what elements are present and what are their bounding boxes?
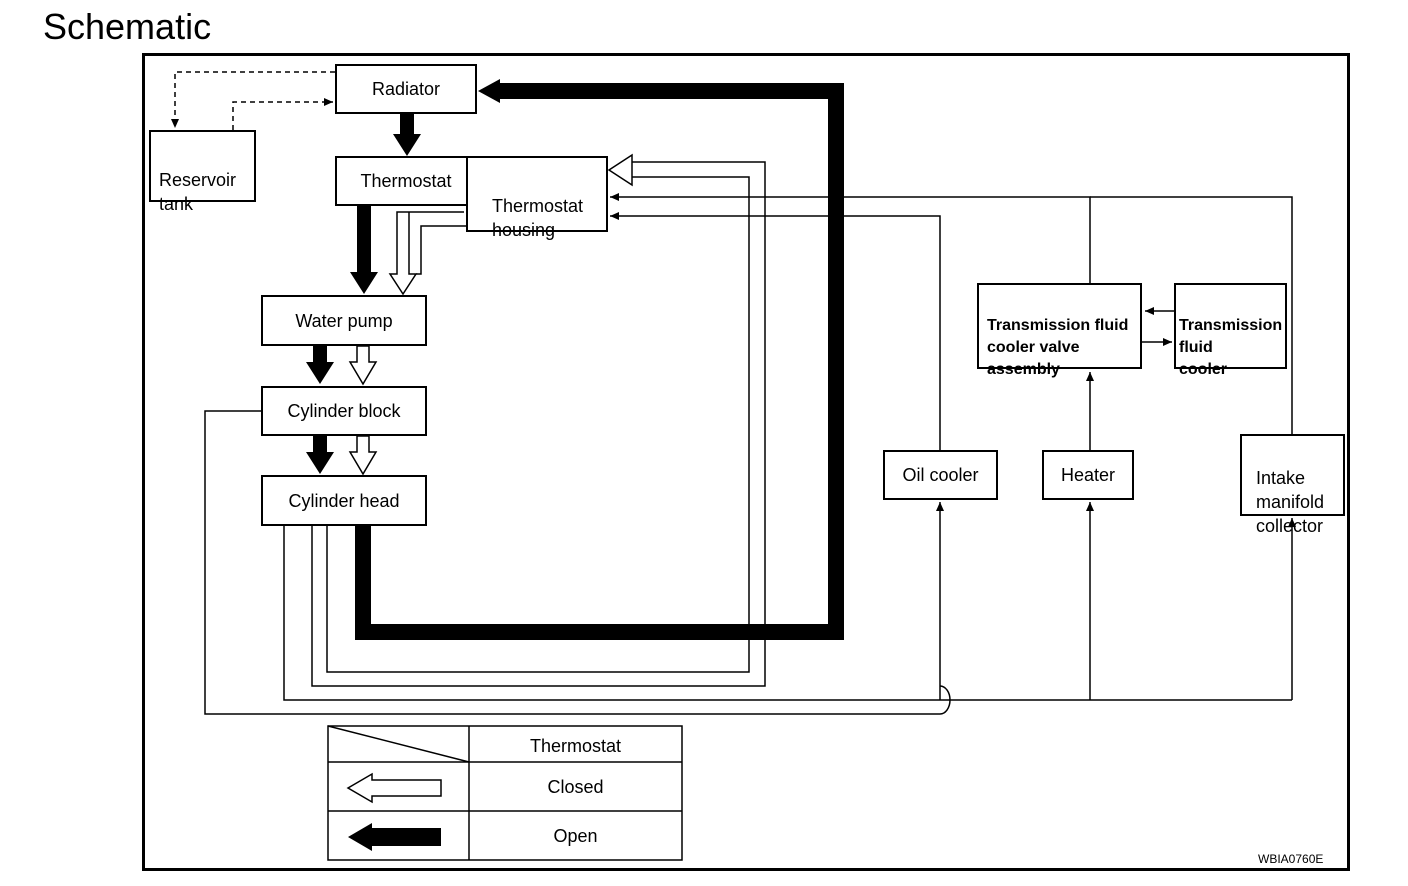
radiator-box: Radiator [335,64,477,114]
intake-manifold-box: Intake manifold collector [1240,434,1345,536]
figure-code: WBIA0760E [1258,852,1324,866]
oil-cooler-label: Oil cooler [902,465,979,485]
page-title: Schematic [43,6,212,47]
diagram-frame [142,53,1350,871]
reservoir-dashed-lines [171,71,335,130]
reservoir-tank-label: Reservoir tank [159,170,237,214]
thermostat-label: Thermostat [360,171,452,191]
legend-open-arrow [348,823,441,851]
water-pump-label: Water pump [295,310,393,331]
legend-closed-arrow [346,772,442,804]
open-flow-arrows [306,114,421,474]
legend-header: Thermostat [529,736,622,756]
legend-open-label: Open [553,826,598,846]
reservoir-tank-box: Reservoir tank [149,130,256,214]
thermostat-box: Thermostat [335,156,477,206]
water-pump-box: Water pump [261,295,427,346]
tf-cooler-box: Transmission fluid cooler [1174,283,1287,378]
legend-closed-label: Closed [547,777,604,797]
intake-manifold-label: Intake manifold collector [1256,468,1325,536]
tf-cooler-label: Transmission fluid cooler [1179,317,1283,378]
cylinder-block-box: Cylinder block [261,386,427,436]
cylinder-head-label: Cylinder head [288,490,400,511]
tf-cooler-valve-label: Transmission fluid cooler valve assembly [987,317,1129,378]
heater-box: Heater [1042,450,1134,500]
heater-label: Heater [1060,465,1116,485]
thermostat-housing-box: Thermostat housing [466,156,608,240]
cylinder-block-label: Cylinder block [287,401,401,421]
oil-cooler-box: Oil cooler [883,450,998,500]
cylinder-head-box: Cylinder head [261,475,427,526]
auxiliary-lines [204,193,1296,715]
thermostat-housing-label: Thermostat housing [492,196,584,240]
legend-table [327,725,683,861]
open-flow-return [355,79,844,640]
radiator-label: Radiator [371,79,441,99]
closed-flow-arrows [348,211,466,476]
tf-cooler-valve-box: Transmission fluid cooler valve assembly [977,283,1142,378]
bypass-lines [311,153,766,687]
